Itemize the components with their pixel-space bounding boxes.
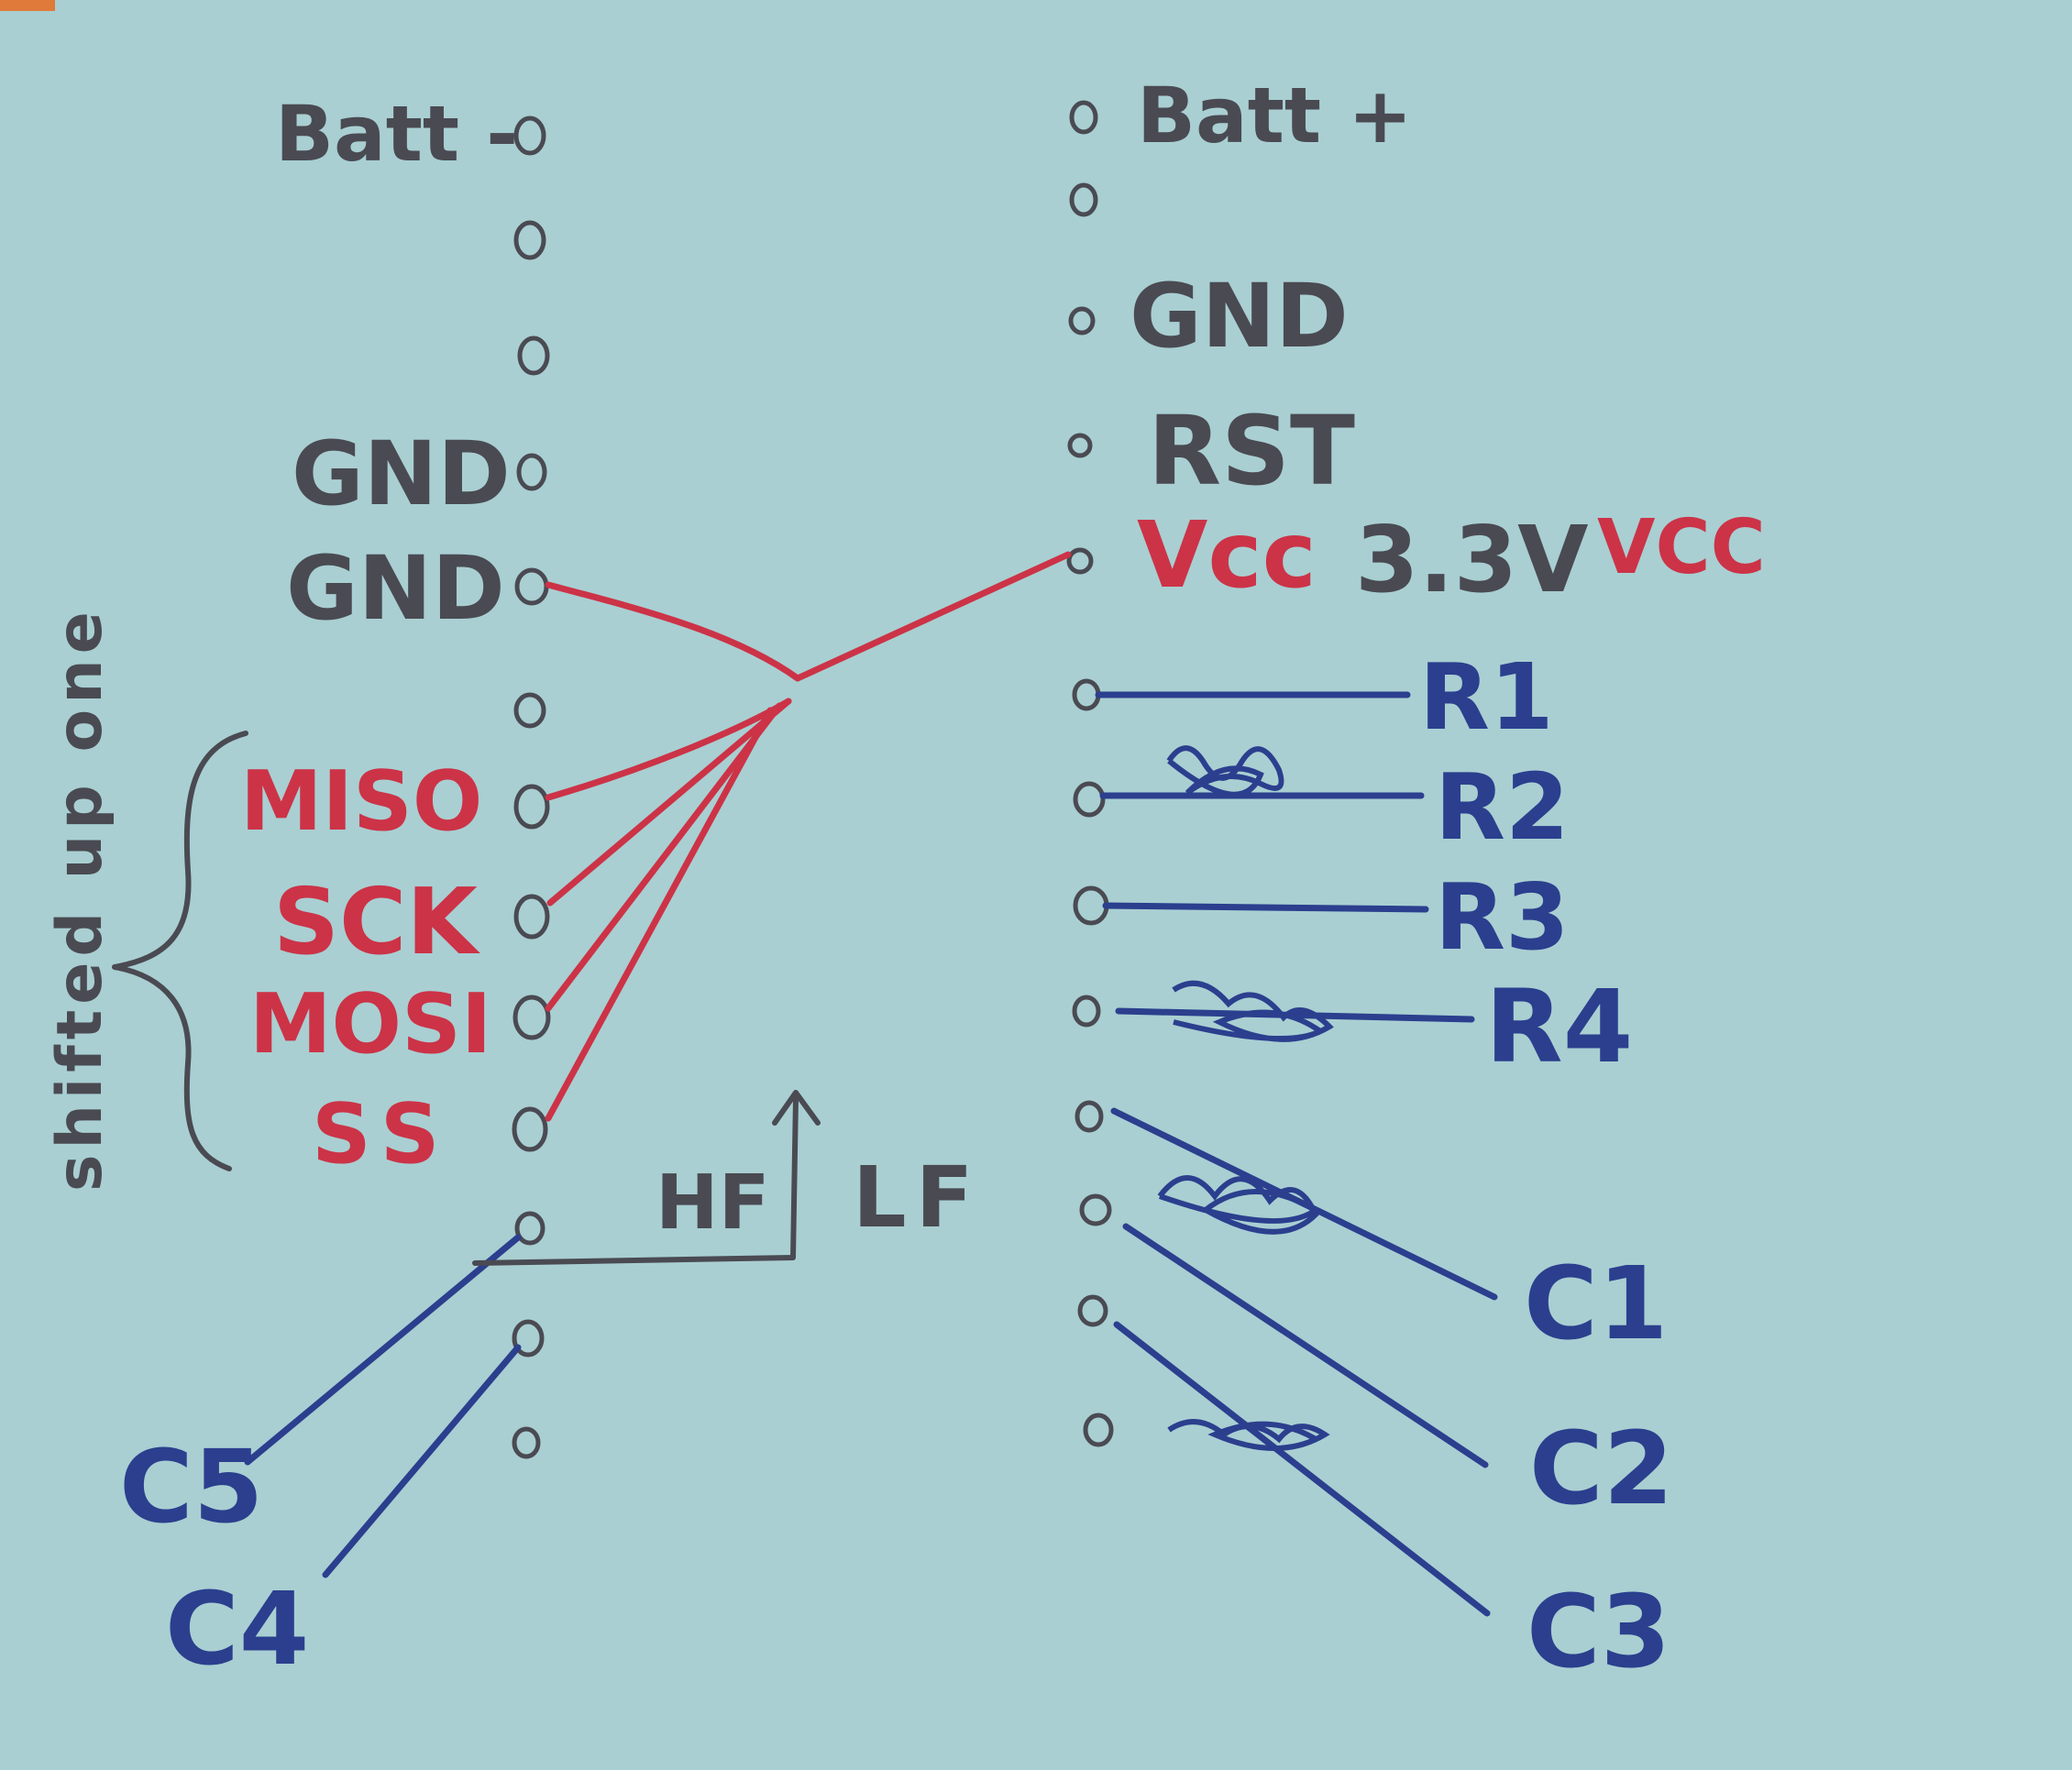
left-pin-9 xyxy=(512,995,551,1040)
scribble-row-4 xyxy=(1172,980,1334,1042)
left-header-pins xyxy=(512,115,551,1459)
left-pin-8 xyxy=(513,894,550,940)
left-pin-6 xyxy=(513,692,546,729)
pencil-marks xyxy=(112,731,821,1266)
label-col-3: C3 xyxy=(1526,1573,1670,1690)
left-pin-13 xyxy=(512,1426,541,1459)
label-ss: SS xyxy=(312,1086,453,1182)
right-pin-13 xyxy=(1083,1413,1114,1447)
wire-hub-to-vcc xyxy=(794,551,1072,682)
right-pin-1 xyxy=(1069,100,1098,135)
left-pin-7 xyxy=(513,784,550,830)
right-pin-9 xyxy=(1072,995,1101,1028)
right-pin-11 xyxy=(1079,1193,1112,1226)
label-col-1: C1 xyxy=(1524,1245,1668,1362)
right-pin-5 xyxy=(1066,547,1094,575)
wire-ss xyxy=(545,707,774,1122)
label-row-2: R2 xyxy=(1435,753,1570,861)
scribble-col-3 xyxy=(1167,1419,1330,1451)
scribble-col-1 xyxy=(1157,1175,1321,1235)
right-pin-10 xyxy=(1075,1100,1104,1133)
left-pin-3 xyxy=(517,335,550,376)
label-mosi: MOSI xyxy=(249,976,491,1072)
label-vcc-note: 3.3V xyxy=(1355,506,1589,613)
label-gnd-1: GND xyxy=(292,423,511,525)
label-row-1: R1 xyxy=(1419,643,1554,751)
left-pin-12 xyxy=(512,1319,545,1358)
red-wires xyxy=(545,551,1072,1122)
left-pin-11 xyxy=(514,1211,546,1246)
wire-col-4 xyxy=(322,1344,522,1578)
right-pin-7 xyxy=(1073,781,1106,818)
label-col-2: C2 xyxy=(1529,1410,1673,1527)
wire-col-3 xyxy=(1113,1321,1491,1617)
blue-wires xyxy=(244,691,1498,1617)
left-pin-10 xyxy=(512,1106,548,1152)
label-lf: LF xyxy=(853,1149,982,1247)
right-pin-3 xyxy=(1068,306,1096,335)
label-miso: MISO xyxy=(240,753,482,850)
left-pin-1 xyxy=(513,115,546,156)
label-gnd-2: GND xyxy=(286,537,505,640)
brace-note: shifted up one xyxy=(44,606,116,1192)
switch-arrow xyxy=(772,1090,821,1126)
scribbles xyxy=(1157,745,1334,1451)
right-pin-2 xyxy=(1069,182,1098,217)
switch-line xyxy=(472,1095,799,1266)
wire-mosi xyxy=(545,702,783,1012)
label-hf: HF xyxy=(656,1160,770,1247)
wire-row-3 xyxy=(1102,902,1429,913)
label-row-3: R3 xyxy=(1435,863,1570,971)
wire-sck xyxy=(546,698,792,907)
label-batt-minus: Batt - xyxy=(275,89,518,179)
label-col-5: C5 xyxy=(119,1428,263,1545)
wire-col-2 xyxy=(1122,1223,1489,1468)
brace xyxy=(112,731,248,1171)
right-pin-12 xyxy=(1077,1294,1108,1327)
right-pin-4 xyxy=(1067,433,1093,458)
label-batt-plus: Batt + xyxy=(1137,71,1413,160)
wire-col-5 xyxy=(244,1234,522,1466)
label-vcc: Vcc xyxy=(1137,501,1317,609)
left-pin-4 xyxy=(516,453,547,491)
label-gnd-right: GND xyxy=(1130,265,1349,368)
wire-gnd-to-hub xyxy=(545,581,801,682)
scribble-row-2 xyxy=(1166,745,1284,797)
paper-corner-tag xyxy=(0,0,55,11)
label-col-4: C4 xyxy=(165,1570,309,1688)
label-row-4: R4 xyxy=(1485,968,1633,1085)
label-sck: SCK xyxy=(273,868,480,975)
label-vcc-note-red: VCC xyxy=(1597,504,1766,591)
left-pin-2 xyxy=(513,220,546,260)
label-rst: RST xyxy=(1148,395,1355,507)
